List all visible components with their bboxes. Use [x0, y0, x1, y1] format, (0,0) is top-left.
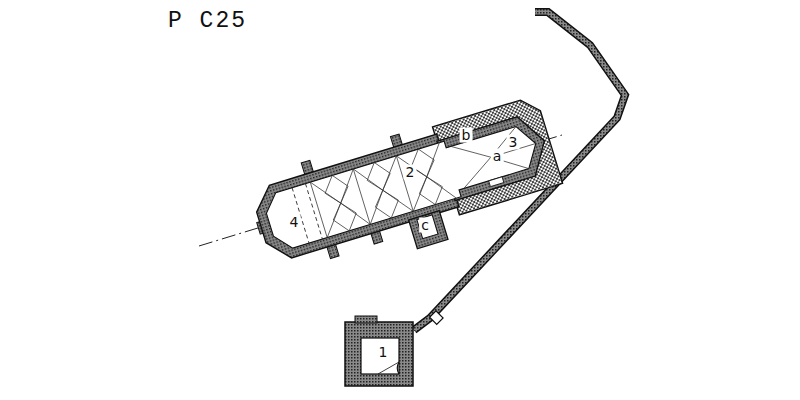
- callout-number: 4: [288, 215, 301, 230]
- callout-number: 1: [377, 345, 390, 360]
- plan-code: P C25: [168, 8, 247, 34]
- callout-number: c: [419, 218, 431, 233]
- callout-number: a: [491, 149, 504, 164]
- church: [244, 92, 569, 292]
- callout-number: 2: [404, 165, 417, 180]
- callout-number: 3: [507, 135, 520, 150]
- callout-number: b: [460, 128, 473, 143]
- tower: [345, 316, 413, 386]
